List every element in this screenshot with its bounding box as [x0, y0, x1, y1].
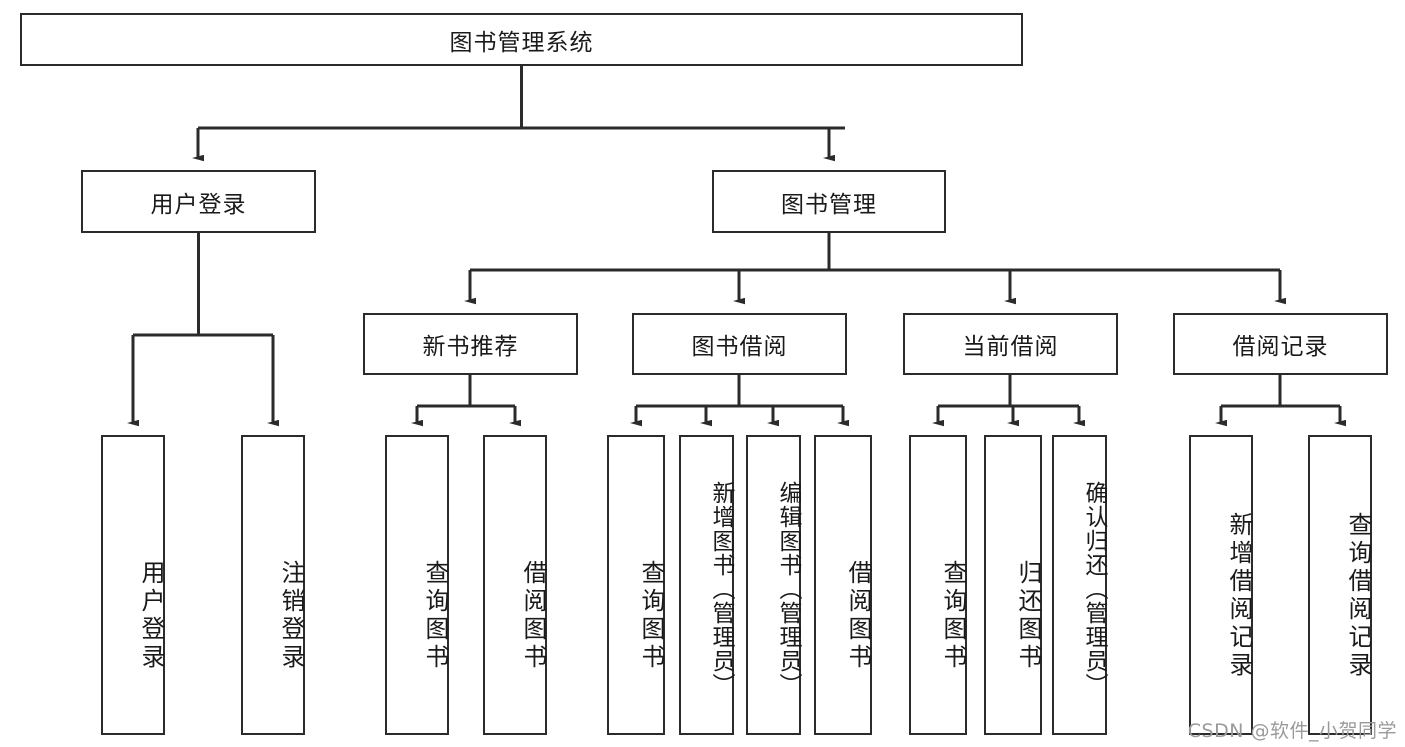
node-leaf-user-logout-label: 注销登录 [277, 560, 305, 672]
node-leaf-return-book[interactable]: 归还图书 [984, 435, 1042, 735]
node-book-borrow[interactable]: 图书借阅 [632, 313, 847, 375]
node-borrow-record[interactable]: 借阅记录 [1173, 313, 1388, 375]
node-leaf-edit-book-label: 编辑图书（管理员） [775, 481, 801, 697]
node-leaf-return-book-label: 归还图书 [1014, 560, 1042, 672]
node-leaf-confirm-return[interactable]: 确认归还（管理员） [1052, 435, 1107, 735]
node-leaf-add-book-label: 新增图书（管理员） [708, 481, 734, 697]
node-root-label: 图书管理系统 [449, 29, 594, 56]
node-book-borrow-label: 图书借阅 [691, 334, 788, 360]
node-book-manage-label: 图书管理 [781, 191, 877, 218]
node-leaf-user-logout[interactable]: 注销登录 [241, 435, 305, 735]
node-leaf-borrow-book[interactable]: 借阅图书 [814, 435, 872, 735]
node-borrow-record-label: 借阅记录 [1232, 334, 1329, 360]
node-leaf-query-book-borrow-label: 查询图书 [637, 560, 665, 672]
node-leaf-borrow-book-label: 借阅图书 [844, 560, 872, 672]
node-leaf-query-book-cur[interactable]: 查询图书 [909, 435, 967, 735]
node-root[interactable]: 图书管理系统 [20, 13, 1023, 66]
node-leaf-user-login[interactable]: 用户登录 [101, 435, 165, 735]
node-leaf-query-book-rec[interactable]: 查询图书 [385, 435, 449, 735]
node-leaf-query-book-borrow[interactable]: 查询图书 [607, 435, 665, 735]
node-new-book-recommend[interactable]: 新书推荐 [363, 313, 578, 375]
node-leaf-add-record[interactable]: 新增借阅记录 [1189, 435, 1253, 735]
node-leaf-borrow-book-rec-label: 借阅图书 [519, 560, 547, 672]
node-new-book-recommend-label: 新书推荐 [422, 334, 519, 360]
node-current-borrow-label: 当前借阅 [962, 334, 1059, 360]
node-leaf-query-book-cur-label: 查询图书 [939, 560, 967, 672]
node-leaf-confirm-return-label: 确认归还（管理员） [1081, 481, 1107, 697]
node-leaf-add-record-label: 新增借阅记录 [1225, 512, 1253, 680]
node-leaf-edit-book[interactable]: 编辑图书（管理员） [746, 435, 801, 735]
node-user-login[interactable]: 用户登录 [81, 170, 316, 233]
node-leaf-add-book[interactable]: 新增图书（管理员） [679, 435, 734, 735]
node-leaf-query-record[interactable]: 查询借阅记录 [1308, 435, 1372, 735]
node-leaf-user-login-label: 用户登录 [137, 560, 165, 672]
node-user-login-label: 用户登录 [150, 191, 247, 218]
node-current-borrow[interactable]: 当前借阅 [903, 313, 1118, 375]
node-book-manage[interactable]: 图书管理 [712, 170, 946, 233]
node-leaf-borrow-book-rec[interactable]: 借阅图书 [483, 435, 547, 735]
node-leaf-query-book-rec-label: 查询图书 [421, 560, 449, 672]
node-leaf-query-record-label: 查询借阅记录 [1344, 512, 1372, 680]
